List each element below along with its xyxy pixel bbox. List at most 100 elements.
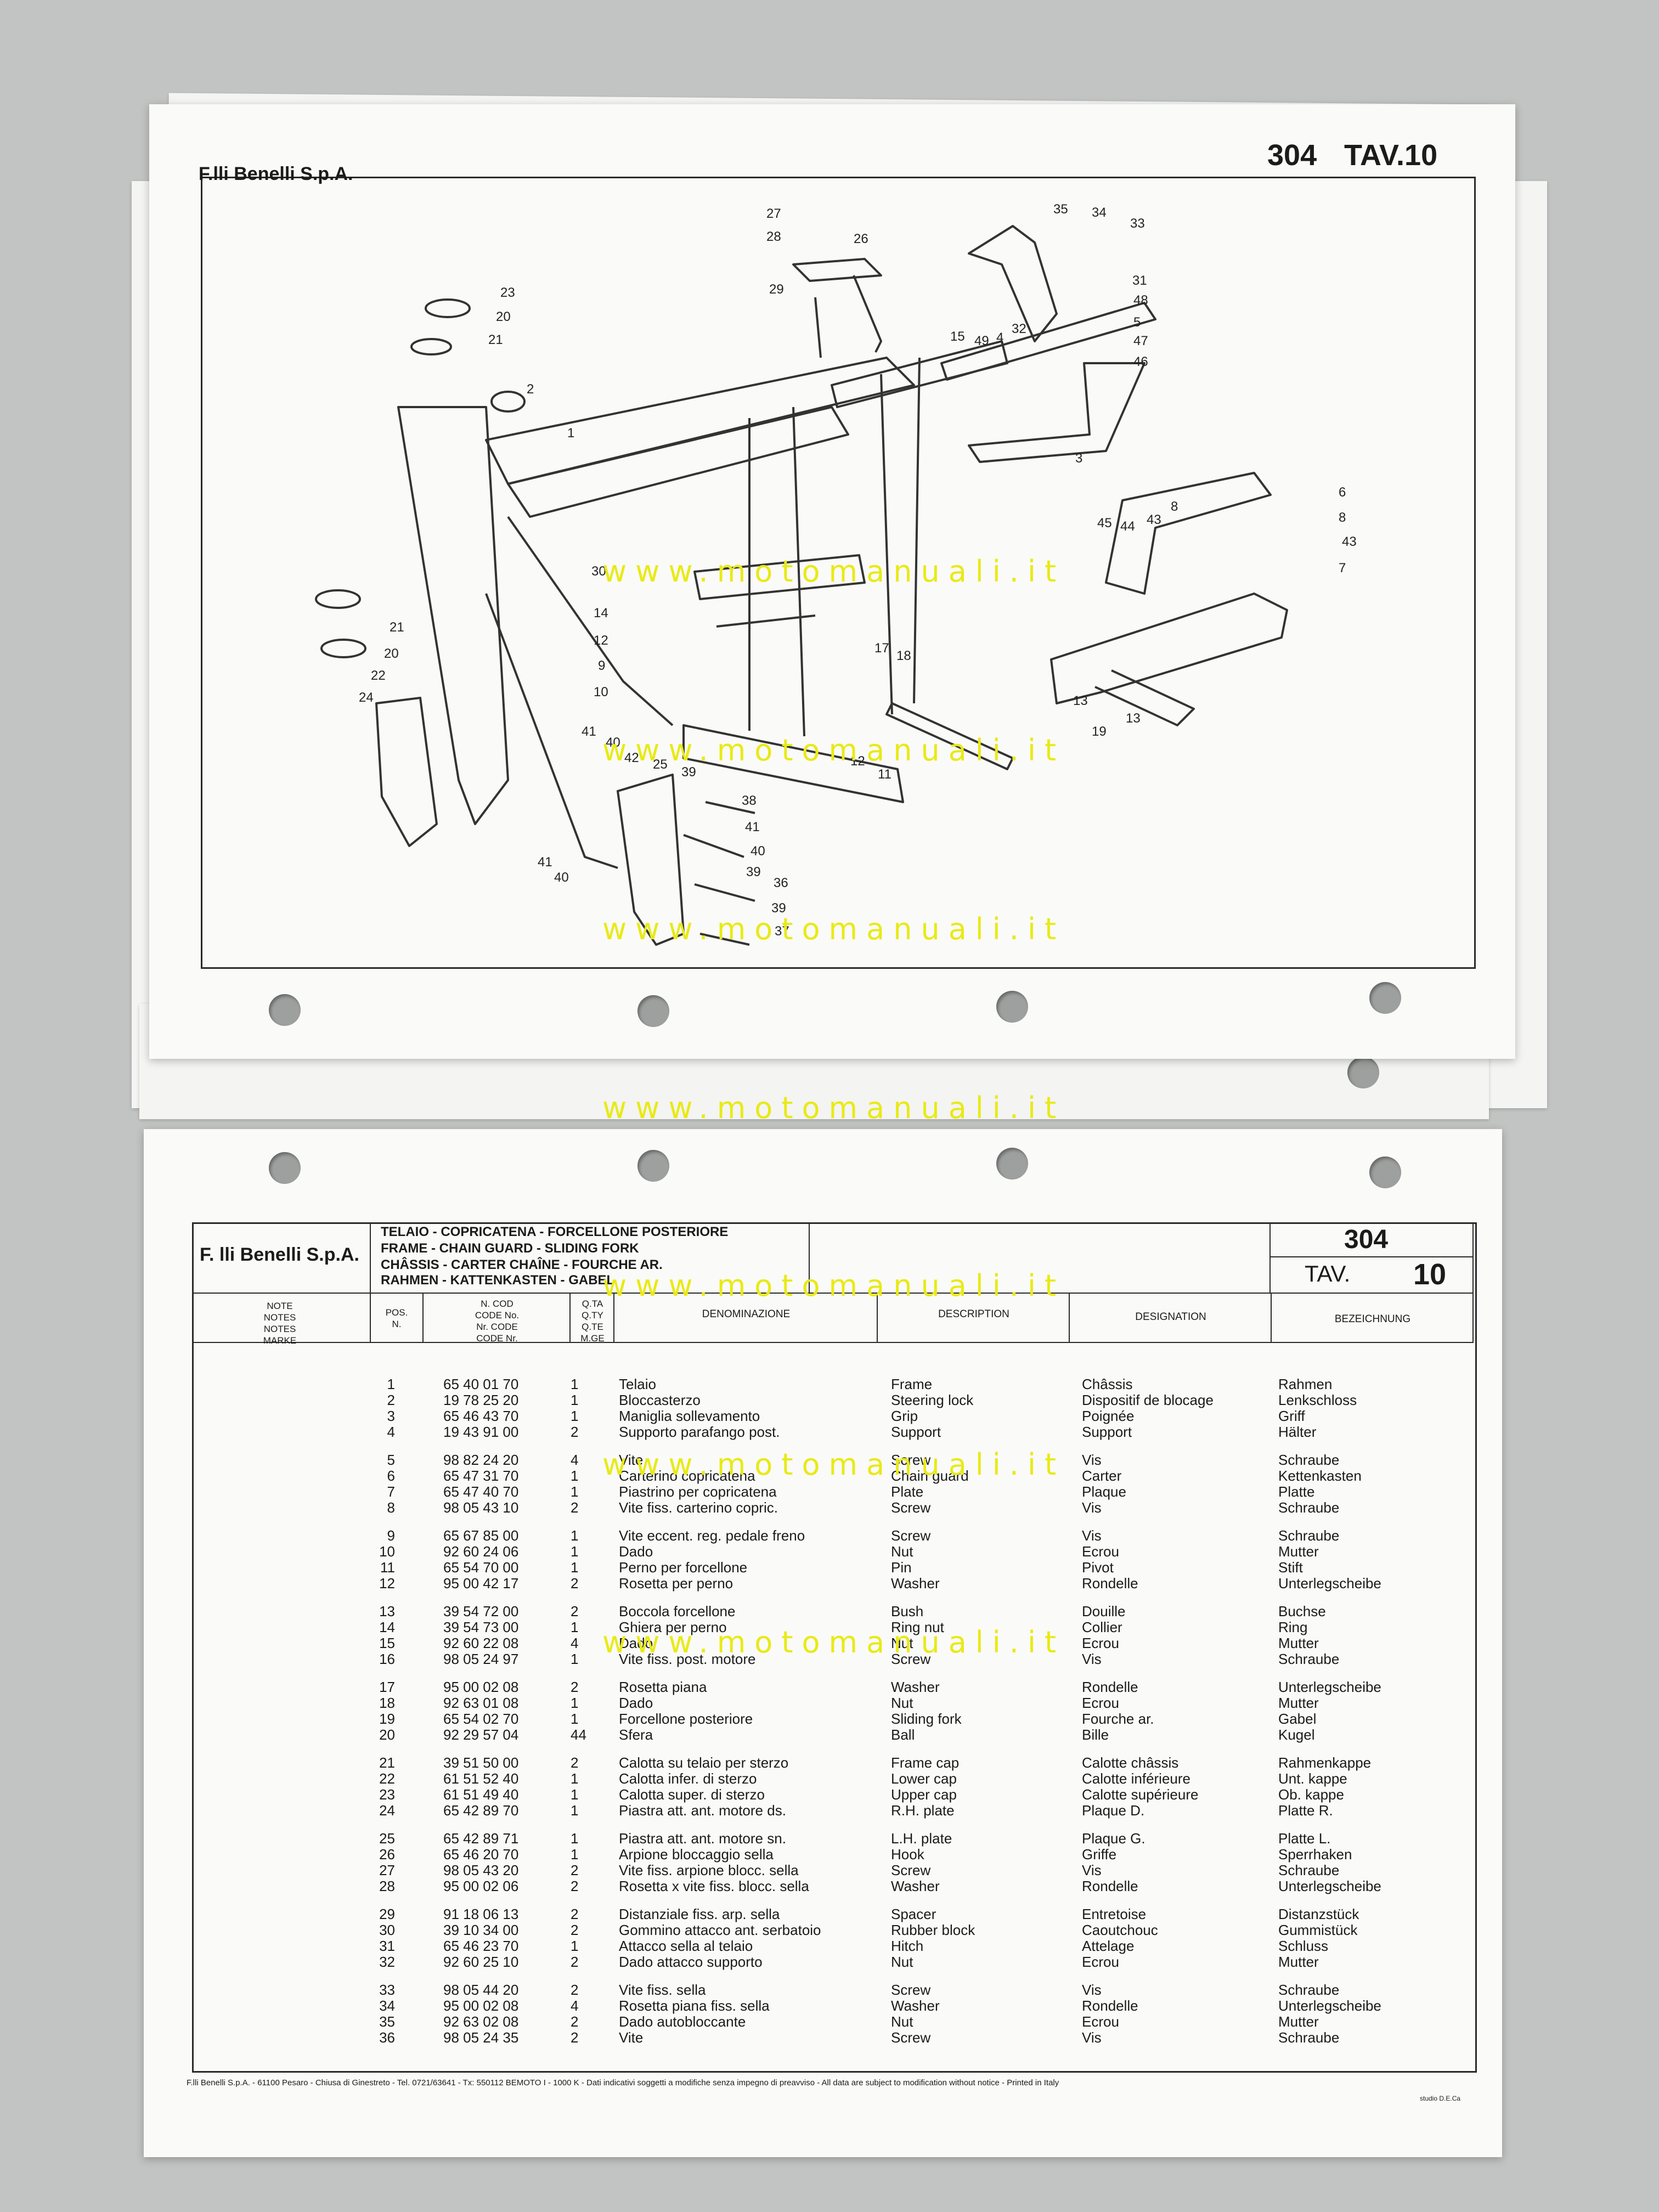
cell-fr: Vis <box>1082 1499 1102 1516</box>
cell-code: 61 51 52 40 <box>443 1770 519 1787</box>
cell-de: Mutter <box>1278 1635 1319 1651</box>
cell-it: Gommino attacco ant. serbatoio <box>619 1922 821 1938</box>
punch-hole <box>1347 1057 1379 1088</box>
cell-de: Unt. kappe <box>1278 1770 1347 1787</box>
cell-code: 19 78 25 20 <box>443 1392 519 1408</box>
callout: 39 <box>746 865 761 879</box>
callout: 32 <box>1012 321 1026 336</box>
header-qty-line: Q.TE <box>582 1322 603 1332</box>
cell-en: Nut <box>891 1543 913 1560</box>
callout: 41 <box>582 724 596 739</box>
cell-qty: 2 <box>571 1499 579 1516</box>
cell-code: 39 54 73 00 <box>443 1619 519 1635</box>
cell-qty: 2 <box>571 1982 579 1998</box>
punch-hole <box>996 991 1028 1023</box>
cell-fr: Rondelle <box>1082 1878 1138 1894</box>
cell-fr: Carter <box>1082 1468 1122 1484</box>
cell-it: Rosetta piana <box>619 1679 707 1695</box>
cell-code: 92 63 01 08 <box>443 1695 519 1711</box>
cell-en: Pin <box>891 1559 912 1576</box>
cell-en: Screw <box>891 1982 931 1998</box>
cell-de: Unterlegscheibe <box>1278 1997 1381 2014</box>
cell-it: Attacco sella al telaio <box>619 1938 753 1954</box>
cell-it: Vite fiss. carterino copric. <box>619 1499 778 1516</box>
callout: 47 <box>1133 334 1148 348</box>
cell-en: Ball <box>891 1726 915 1743</box>
cell-it: Calotta su telaio per sterzo <box>619 1754 789 1771</box>
callout: 43 <box>1342 534 1357 549</box>
callout: 13 <box>1073 693 1088 708</box>
cell-de: Stift <box>1278 1559 1303 1576</box>
cell-it: Rosetta per perno <box>619 1575 733 1592</box>
cell-en: Washer <box>891 1878 940 1894</box>
cell-qty: 44 <box>571 1726 586 1743</box>
cell-de: Griff <box>1278 1408 1305 1424</box>
parts-brand: F. lli Benelli S.p.A. <box>200 1244 359 1265</box>
cell-fr: Ecrou <box>1082 1635 1119 1651</box>
seat-hitch <box>968 225 1058 342</box>
cell-fr: Caoutchouc <box>1082 1922 1158 1938</box>
cell-de: Gummistück <box>1278 1922 1358 1938</box>
cell-fr: Vis <box>1082 1982 1102 1998</box>
frame-headstock <box>397 406 509 825</box>
cell-code: 39 54 72 00 <box>443 1603 519 1620</box>
callout: 33 <box>1130 216 1145 231</box>
column-header-row <box>192 1293 1474 1343</box>
cell-de: Schraube <box>1278 1982 1340 1998</box>
callout: 26 <box>854 232 868 246</box>
header-code-line: CODE No. <box>475 1310 520 1321</box>
cell-fr: Vis <box>1082 1452 1102 1468</box>
cell-en: Grip <box>891 1408 918 1424</box>
cell-code: 95 00 02 08 <box>443 1997 519 2014</box>
cell-qty: 1 <box>571 1786 579 1803</box>
punch-hole <box>1369 1156 1401 1188</box>
cell-de: Distanzstück <box>1278 1906 1359 1922</box>
callout: 31 <box>1132 273 1147 288</box>
cell-en: Washer <box>891 1997 940 2014</box>
cell-pos: 2 <box>387 1392 395 1408</box>
callout: 3 <box>1075 451 1083 466</box>
cell-code: 39 10 34 00 <box>443 1922 519 1938</box>
cell-fr: Bille <box>1082 1726 1109 1743</box>
cell-code: 65 47 31 70 <box>443 1468 519 1484</box>
cell-fr: Dispositif de blocage <box>1082 1392 1214 1408</box>
lift-grip <box>968 362 1146 463</box>
cell-pos: 29 <box>379 1906 395 1922</box>
cell-code: 91 18 06 13 <box>443 1906 519 1922</box>
cell-fr: Attelage <box>1082 1938 1135 1954</box>
cell-code: 95 00 02 08 <box>443 1679 519 1695</box>
header-pos: POS. N. <box>373 1307 420 1330</box>
cell-fr: Fourche ar. <box>1082 1711 1154 1727</box>
cell-fr: Poignée <box>1082 1408 1135 1424</box>
cell-code: 19 43 91 00 <box>443 1424 519 1440</box>
title-en: FRAME - CHAIN GUARD - SLIDING FORK <box>381 1241 639 1256</box>
cell-de: Schraube <box>1278 2029 1340 2046</box>
cell-qty: 1 <box>571 1938 579 1954</box>
cell-fr: Entretoise <box>1082 1906 1147 1922</box>
cell-it: Bloccasterzo <box>619 1392 701 1408</box>
callout: 40 <box>751 844 765 859</box>
cell-pos: 25 <box>379 1830 395 1847</box>
cell-it: Vite <box>619 1452 644 1468</box>
parts-footer: F.lli Benelli S.p.A. - 61100 Pesaro - Ch… <box>187 2078 1059 2087</box>
cell-pos: 31 <box>379 1938 395 1954</box>
header-code: N. COD CODE No. Nr. CODE CODE Nr. <box>442 1298 552 1344</box>
cell-en: Screw <box>891 1862 931 1878</box>
cell-code: 65 54 70 00 <box>443 1559 519 1576</box>
cell-code: 92 60 22 08 <box>443 1635 519 1651</box>
cell-code: 65 42 89 70 <box>443 1802 519 1819</box>
cell-en: Ring nut <box>891 1619 944 1635</box>
cell-de: Unterlegscheibe <box>1278 1575 1381 1592</box>
cell-pos: 8 <box>387 1499 395 1516</box>
callout: 49 <box>974 334 989 348</box>
cell-pos: 32 <box>379 1954 395 1970</box>
cell-de: Mutter <box>1278 1954 1319 1970</box>
cell-de: Platte L. <box>1278 1830 1331 1847</box>
cell-it: Piastra att. ant. motore ds. <box>619 1802 786 1819</box>
